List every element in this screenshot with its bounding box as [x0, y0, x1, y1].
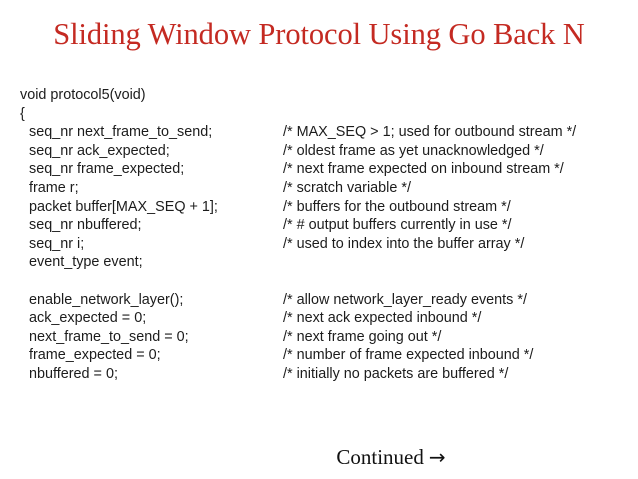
code-listing: void protocol5(void) {seq_nr next_frame_t…: [0, 86, 638, 384]
code-line: {: [0, 105, 638, 124]
code-statement: packet buffer[MAX_SEQ + 1];: [29, 198, 218, 215]
code-line: nbuffered = 0; /* initially no packets ar…: [0, 365, 638, 384]
code-statement: seq_nr next_frame_to_send;: [29, 124, 213, 141]
code-comment: /* number of frame expected inbound */: [283, 347, 534, 364]
code-line: seq_nr frame_expected; /* next frame expe…: [0, 160, 638, 179]
code-statement: frame_expected = 0;: [29, 347, 161, 364]
code-statement: ack_expected = 0;: [29, 310, 147, 327]
code-comment: /* allow network_layer_ready events */: [283, 291, 527, 308]
code-line: seq_nr i; /* used to index into the buffe…: [0, 235, 638, 254]
code-line: event_type event;: [0, 253, 638, 272]
code-statement: {: [20, 105, 25, 122]
code-comment: /* buffers for the outbound stream */: [283, 198, 511, 215]
code-statement: event_type event;: [29, 254, 143, 271]
code-line: seq_nr nbuffered; /* # output buffers cur…: [0, 216, 638, 235]
code-line: frame r; /* scratch variable */: [0, 179, 638, 198]
code-comment: /* next ack expected inbound */: [283, 310, 482, 327]
code-comment: /* # output buffers currently in use */: [283, 217, 512, 234]
code-line: enable_network_layer(); /* allow network_…: [0, 291, 638, 310]
code-line: seq_nr ack_expected; /* oldest frame as y…: [0, 142, 638, 161]
code-line: void protocol5(void): [0, 86, 638, 105]
right-arrow-icon: →: [428, 445, 446, 469]
code-statement: void protocol5(void): [20, 87, 146, 103]
code-statement: seq_nr ack_expected;: [29, 142, 170, 159]
code-statement: nbuffered = 0;: [29, 365, 118, 382]
code-line: packet buffer[MAX_SEQ + 1]; /* buffers fo…: [0, 198, 638, 217]
code-line: seq_nr next_frame_to_send; /* MAX_SEQ > 1…: [0, 123, 638, 142]
code-comment: /* next frame expected on inbound stream…: [283, 161, 564, 178]
code-statement: frame r;: [29, 179, 79, 196]
code-statement: seq_nr nbuffered;: [29, 217, 142, 234]
code-comment: /* MAX_SEQ > 1; used for outbound stream…: [283, 124, 577, 141]
code-comment: /* next frame going out */: [283, 328, 442, 345]
code-comment: /* used to index into the buffer array *…: [283, 235, 525, 252]
code-statement: next_frame_to_send = 0;: [29, 328, 189, 345]
continued-label: Continued: [336, 445, 424, 469]
code-comment: /* oldest frame as yet unacknowledged */: [283, 142, 544, 159]
code-statement: seq_nr i;: [29, 235, 85, 252]
page-title: Sliding Window Protocol Using Go Back N: [53, 17, 585, 51]
continued-marker: Continued→: [0, 444, 638, 470]
code-statement: seq_nr frame_expected;: [29, 161, 185, 178]
code-line: next_frame_to_send = 0; /* next frame goi…: [0, 328, 638, 347]
code-comment: /* scratch variable */: [283, 179, 411, 196]
code-statement: enable_network_layer();: [29, 291, 184, 308]
code-line: frame_expected = 0; /* number of frame ex…: [0, 346, 638, 365]
code-line: ack_expected = 0; /* next ack expected in…: [0, 309, 638, 328]
code-comment: /* initially no packets are buffered */: [283, 365, 509, 382]
code-blank-line: [0, 272, 638, 291]
